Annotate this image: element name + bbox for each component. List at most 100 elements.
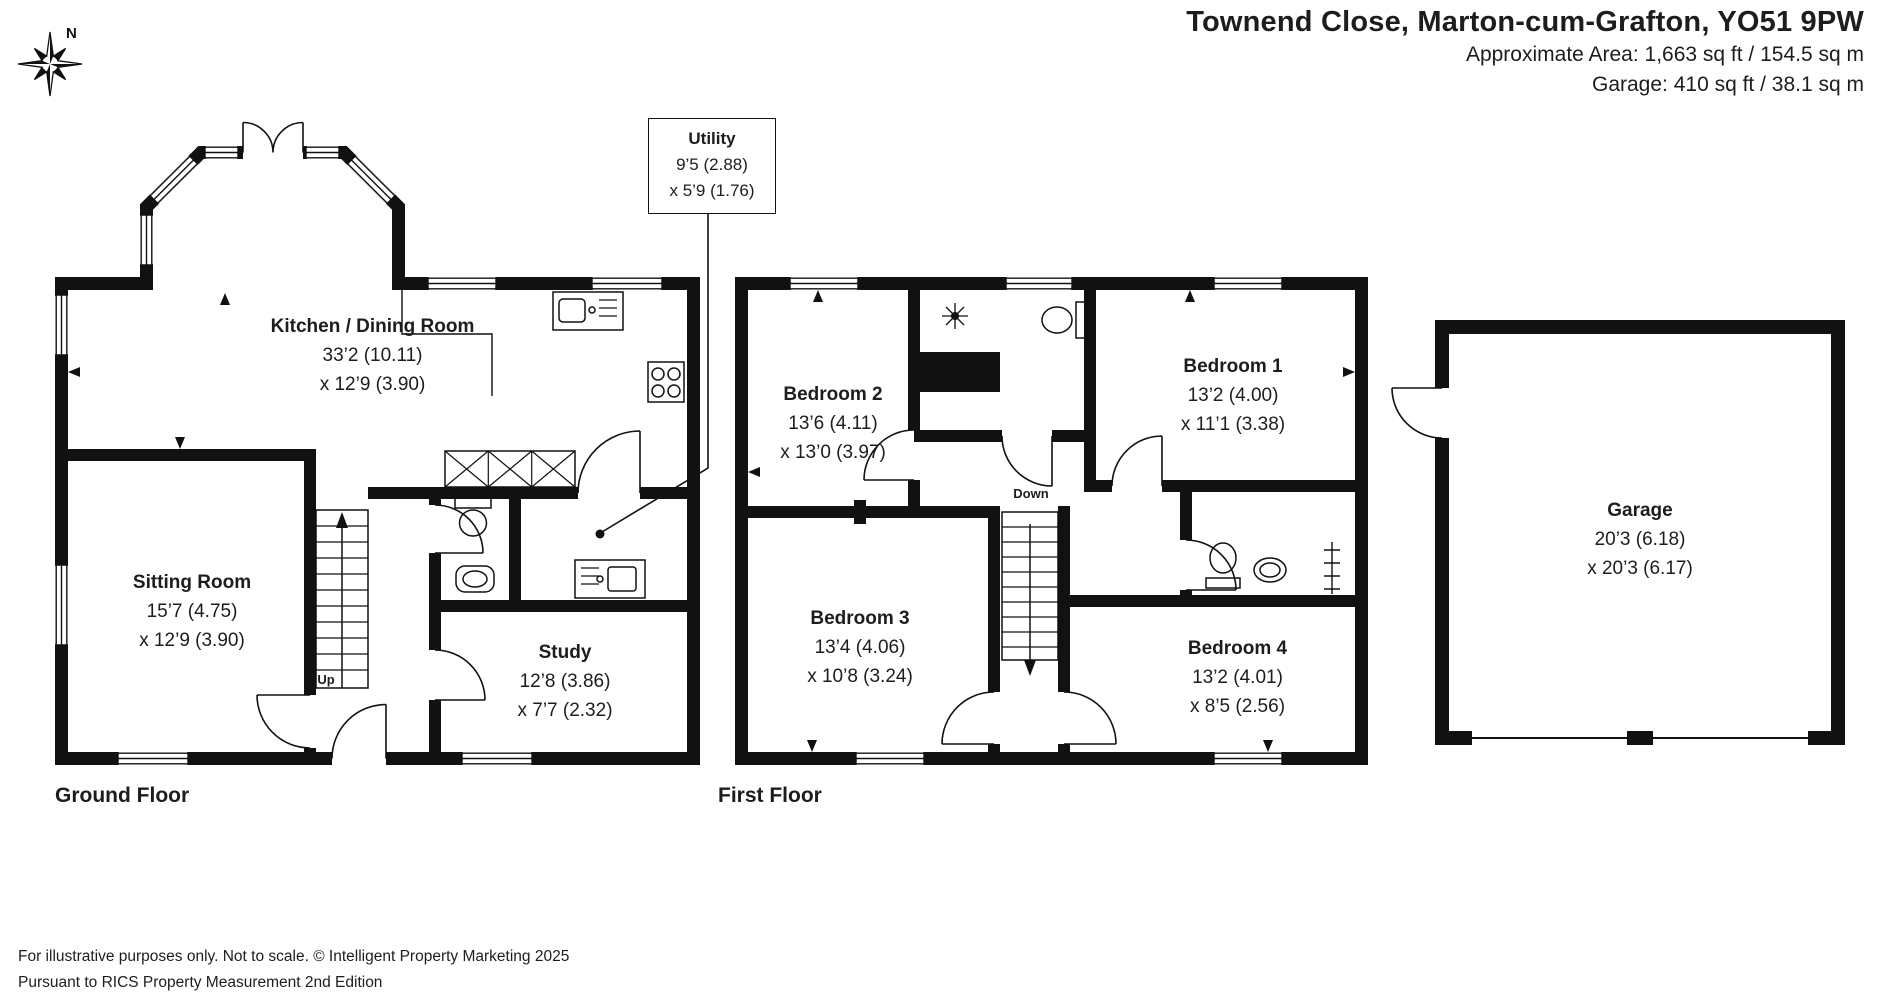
- room-name: Study: [538, 642, 592, 663]
- room-dimension: 33’2 (10.11): [322, 345, 423, 366]
- door: [941, 691, 995, 745]
- compass-rose-icon: N: [17, 25, 83, 97]
- window: [346, 154, 397, 205]
- measure-arrow-icon: [813, 290, 823, 302]
- staircase-down: [1001, 511, 1059, 676]
- room-dimension: x 8’5 (2.56): [1189, 696, 1286, 717]
- first-floor-label: First Floor: [718, 784, 822, 807]
- measure-arrow-icon: [1185, 290, 1195, 302]
- room-label-bedroom-1: Bedroom 1 13’2 (4.00) x 11’1 (3.38): [1128, 352, 1338, 439]
- room-dimension: 13’4 (4.06): [814, 637, 906, 658]
- room-dimension: 15’7 (4.75): [146, 601, 238, 622]
- room-label-garage: Garage 20’3 (6.18) x 20’3 (6.17): [1530, 496, 1750, 583]
- down-arrow-icon: [1024, 660, 1036, 676]
- up-arrow-icon: [336, 512, 348, 528]
- utility-sink-icon: [574, 559, 646, 599]
- window: [427, 277, 497, 290]
- room-label-bedroom-4: Bedroom 4 13’2 (4.01) x 8’5 (2.56): [1130, 634, 1345, 721]
- room-dimension: 20’3 (6.18): [1594, 529, 1686, 550]
- kitchen-units-icon: [444, 450, 576, 488]
- kitchen-counter-line: [401, 290, 493, 396]
- room-name: Bedroom 3: [810, 608, 910, 629]
- garage-walls: [1435, 320, 1845, 745]
- room-dimension: 9’5 (2.88): [676, 155, 748, 174]
- room-name: Bedroom 2: [783, 384, 883, 405]
- hob-icon: [647, 361, 685, 403]
- disclaimer-line-1: For illustrative purposes only. Not to s…: [18, 948, 570, 965]
- stairs-up-label: Up: [317, 672, 335, 687]
- measure-arrow-icon: [68, 367, 80, 377]
- toilet-icon: [1205, 542, 1241, 589]
- utility-callout-box: Utility 9’5 (2.88) x 5’9 (1.76): [648, 118, 776, 214]
- door: [1111, 435, 1163, 487]
- door: [434, 504, 484, 554]
- window: [1213, 277, 1283, 290]
- property-address-title: Townend Close, Marton-cum-Grafton, YO51 …: [1186, 6, 1864, 38]
- window: [140, 214, 153, 266]
- window: [55, 564, 68, 646]
- staircase-up: [315, 509, 369, 689]
- room-dimension: x 7’7 (2.32): [517, 700, 613, 721]
- window: [305, 146, 340, 159]
- room-dimension: 12’8 (3.86): [519, 671, 611, 692]
- measure-arrow-icon: [1263, 740, 1273, 752]
- shower-icon: [942, 303, 968, 329]
- window: [148, 154, 199, 205]
- ground-floor-fixtures: [401, 290, 685, 599]
- window: [789, 277, 859, 290]
- measure-arrow-icon: [220, 293, 230, 305]
- room-dimension: x 12’9 (3.90): [319, 374, 426, 395]
- garage-plan: [1391, 320, 1845, 745]
- ground-floor-doors: [242, 121, 641, 759]
- front-door: [331, 703, 387, 759]
- radiator-icon: [1324, 542, 1340, 594]
- disclaimer-line-2: Pursuant to RICS Property Measurement 2n…: [18, 974, 383, 991]
- room-dimension: 13’6 (4.11): [788, 413, 878, 434]
- door: [1391, 387, 1443, 439]
- door: [1001, 435, 1053, 487]
- window: [461, 752, 533, 765]
- utility-leader-line: [595, 213, 709, 539]
- room-dimension: 13’2 (4.01): [1192, 667, 1283, 688]
- room-label-study: Study 12’8 (3.86) x 7’7 (2.32): [455, 638, 675, 725]
- ground-floor-interior-walls: [61, 449, 694, 765]
- measure-arrow-icon: [748, 467, 760, 477]
- room-name: Garage: [1607, 500, 1673, 521]
- room-name: Kitchen / Dining Room: [270, 316, 475, 337]
- door: [434, 649, 486, 701]
- stairs-down-label: Down: [1013, 486, 1049, 501]
- door: [577, 430, 641, 494]
- compass-north-label: N: [66, 25, 77, 42]
- window: [855, 752, 925, 765]
- room-label-bedroom-2: Bedroom 2 13’6 (4.11) x 13’0 (3.97): [733, 380, 933, 467]
- first-floor-doors: [863, 429, 1237, 745]
- room-name: Bedroom 4: [1187, 638, 1288, 659]
- measurement-arrows: [68, 293, 230, 449]
- room-label-bedroom-3: Bedroom 3 13’4 (4.06) x 10’8 (3.24): [755, 604, 965, 691]
- ground-floor-plan: [55, 121, 700, 765]
- room-dimension: x 5’9 (1.76): [669, 181, 755, 200]
- door: [863, 429, 915, 481]
- first-floor-windows: [789, 277, 1283, 765]
- window: [204, 146, 239, 159]
- garage-door-opening: [1435, 388, 1449, 438]
- ground-floor-label: Ground Floor: [55, 784, 190, 807]
- first-floor-outer-walls: [735, 277, 1368, 765]
- header: Townend Close, Marton-cum-Grafton, YO51 …: [1186, 4, 1864, 100]
- ground-floor-windows: [55, 146, 663, 765]
- garage-area-text: Garage: 410 sq ft / 38.1 sq m: [1592, 73, 1864, 96]
- room-label-sitting-room: Sitting Room 15’7 (4.75) x 12’9 (3.90): [77, 568, 307, 655]
- measure-arrow-icon: [1343, 367, 1355, 377]
- basin-icon: [1253, 557, 1287, 583]
- door: [1185, 539, 1237, 591]
- room-name: Sitting Room: [132, 572, 252, 593]
- first-floor-plan: [735, 277, 1368, 765]
- toilet-icon: [454, 496, 492, 537]
- room-dimension: 13’2 (4.00): [1187, 385, 1279, 406]
- french-doors: [242, 121, 304, 153]
- window: [1213, 752, 1283, 765]
- room-label-kitchen: Kitchen / Dining Room 33’2 (10.11) x 12’…: [245, 312, 500, 399]
- measurement-arrows: [748, 290, 1355, 752]
- door: [256, 694, 311, 749]
